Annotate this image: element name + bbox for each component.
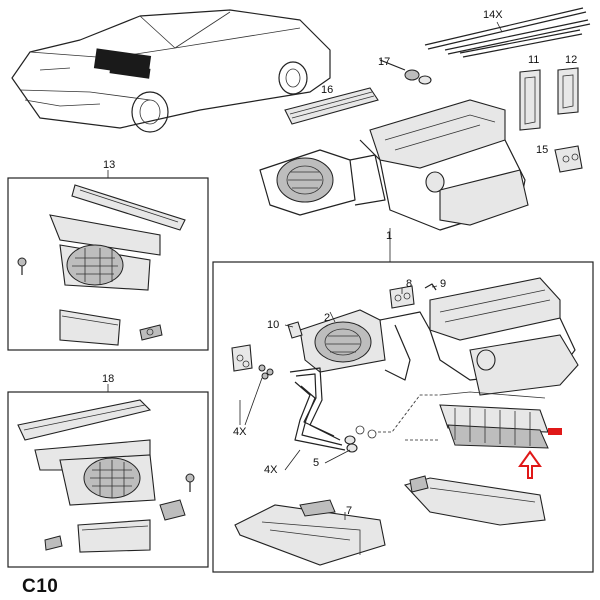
highlight-arrow-icon (518, 450, 542, 479)
callout-4x-a: 4X (233, 426, 247, 438)
diagram-code: C10 (22, 576, 59, 597)
part-11-seal (519, 69, 541, 131)
callout-1: 1 (386, 230, 393, 242)
callout-15: 15 (536, 144, 549, 156)
callout-18: 18 (102, 373, 115, 385)
callout-7: 7 (346, 505, 353, 517)
part-15-clip (554, 145, 583, 173)
heater-assembly-main (259, 99, 529, 231)
callout-11: 11 (528, 54, 540, 66)
callout-10: 10 (267, 319, 280, 331)
callout-2: 2 (324, 312, 331, 324)
part-13-assembly (17, 184, 186, 346)
callout-17: 17 (378, 56, 391, 68)
callout-9: 9 (440, 278, 447, 290)
highlight-marker (548, 428, 562, 435)
part-14-trim-strips (424, 7, 591, 58)
part-17-screw (379, 59, 432, 85)
vehicle-locator-illustration (11, 9, 331, 133)
part-1-exploded-assembly (231, 277, 579, 566)
part-12-seal (557, 67, 579, 115)
callout-8: 8 (406, 278, 413, 290)
part-16-filter (284, 87, 379, 125)
callout-13: 13 (103, 159, 116, 171)
callout-12: 12 (565, 54, 578, 66)
callout-14x: 14X (483, 9, 503, 21)
part-18-assembly (17, 399, 195, 553)
callout-4x-b: 4X (264, 464, 278, 476)
callout-16: 16 (321, 84, 334, 96)
callout-5: 5 (313, 457, 320, 469)
